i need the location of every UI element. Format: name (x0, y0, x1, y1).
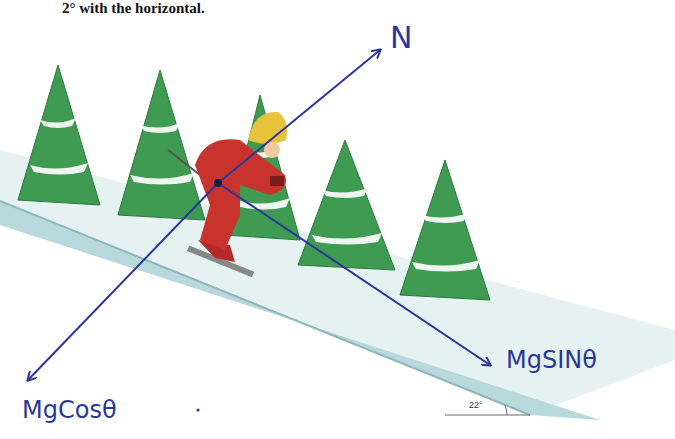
force-label: N (390, 20, 412, 55)
heading-fragment: 2° with the horizontal. (62, 0, 205, 17)
force-label: MgSINθ (506, 346, 597, 374)
angle-label: 22° (468, 400, 484, 410)
force-label: MgCosθ (22, 396, 117, 424)
